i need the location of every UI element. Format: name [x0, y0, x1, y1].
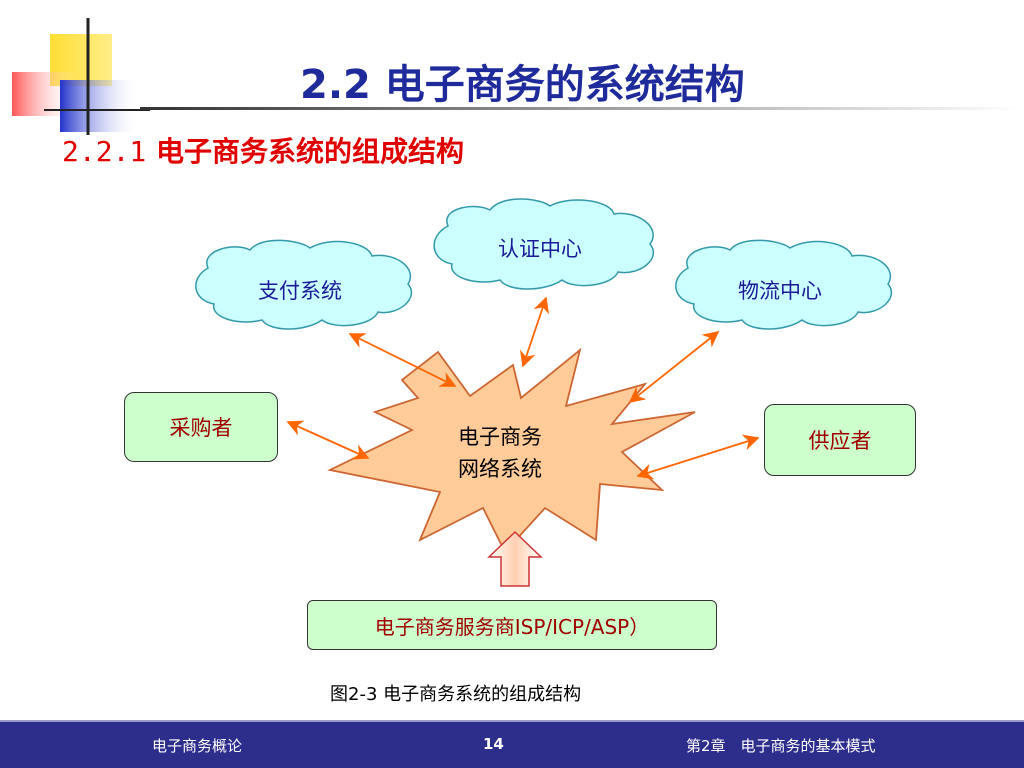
section-subtitle: 2.2.1 电子商务系统的组成结构	[62, 130, 464, 170]
center-starburst	[327, 347, 696, 554]
cloud-logistics-label: 物流中心	[738, 279, 822, 303]
cloud-auth-label: 认证中心	[498, 237, 582, 261]
up-block-arrow	[487, 530, 543, 587]
cloud-logistics-shape	[675, 239, 893, 330]
buyer-box: 采购者	[124, 392, 278, 462]
arrow-payment	[348, 333, 457, 387]
supplier-label: 供应者	[808, 429, 872, 453]
footer-chapter: 第2章 电子商务的基本模式	[686, 737, 876, 755]
footer-bar: 电子商务概论 14 第2章 电子商务的基本模式	[0, 720, 1024, 768]
arrow-logistics	[628, 330, 720, 404]
cloud-auth-shape	[433, 198, 655, 290]
subtitle-text: 电子商务系统的组成结构	[146, 135, 465, 168]
arrow-auth	[519, 296, 550, 368]
slide-title: 2.2 电子商务的系统结构	[300, 62, 745, 108]
footer-course-name: 电子商务概论	[152, 737, 243, 755]
center-label-line1: 电子商务	[458, 425, 542, 449]
center-label-line2: 网络系统	[458, 457, 542, 481]
supplier-box: 供应者	[764, 404, 916, 476]
arrow-supplier	[636, 434, 760, 480]
footer-page-number: 14	[483, 735, 504, 753]
buyer-label: 采购者	[169, 416, 233, 440]
cloud-payment-label: 支付系统	[258, 279, 342, 303]
arrow-buyer	[286, 420, 370, 460]
system-structure-diagram: 支付系统 认证中心 物流中心 电子商务 网络系统	[195, 198, 893, 587]
service-provider-label: 电子商务服务商ISP/ICP/ASP）	[374, 614, 650, 639]
figure-caption: 图2-3 电子商务系统的组成结构	[330, 684, 582, 705]
subtitle-number: 2.2.1	[62, 135, 147, 168]
corner-decoration	[12, 18, 150, 135]
cloud-payment-shape	[195, 239, 413, 330]
service-provider-box: 电子商务服务商ISP/ICP/ASP）	[307, 600, 717, 650]
title-underline	[140, 107, 1024, 110]
